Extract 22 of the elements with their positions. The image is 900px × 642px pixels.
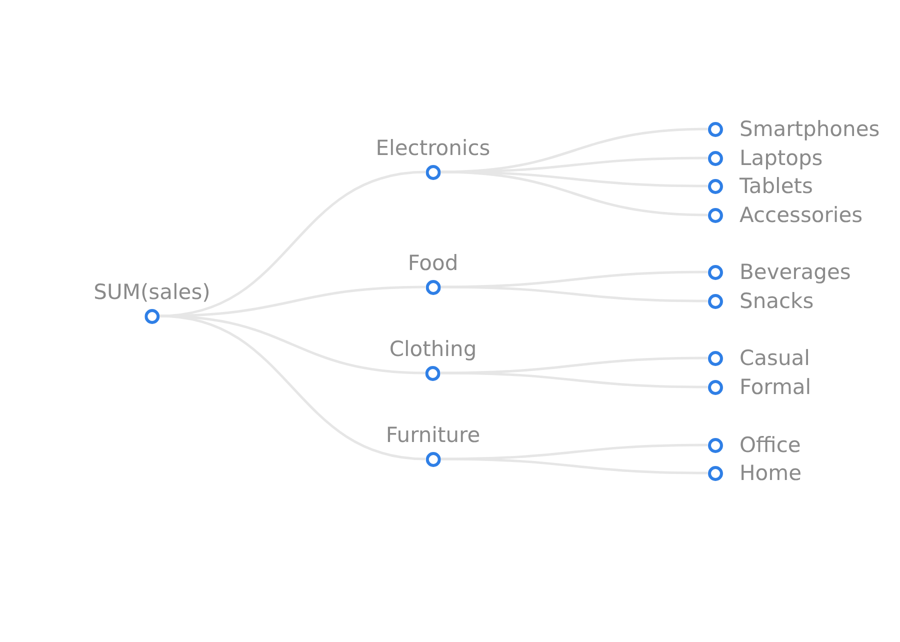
connector-line xyxy=(440,356,708,374)
node-label: Food xyxy=(408,250,458,274)
tree-node xyxy=(708,117,880,141)
node-label: Home xyxy=(740,461,802,485)
node-label: Furniture xyxy=(386,422,480,446)
connector-line xyxy=(440,270,708,288)
connector-line xyxy=(440,286,708,302)
node-label: SUM(sales) xyxy=(94,280,210,304)
node-label: Formal xyxy=(740,375,812,399)
connector-line xyxy=(440,444,708,460)
node-label: Beverages xyxy=(740,260,851,284)
connector-line xyxy=(440,372,708,388)
node-label: Casual xyxy=(740,346,810,370)
node-label: Electronics xyxy=(376,136,490,160)
connector-line xyxy=(440,458,708,474)
node-label: Smartphones xyxy=(740,117,880,141)
node-label: Accessories xyxy=(740,203,863,227)
node-label: Laptops xyxy=(740,146,823,170)
node-label: Clothing xyxy=(389,336,477,360)
node-label: Snacks xyxy=(740,289,814,313)
node-label: Tablets xyxy=(740,174,813,198)
node-label: Office xyxy=(740,433,801,457)
